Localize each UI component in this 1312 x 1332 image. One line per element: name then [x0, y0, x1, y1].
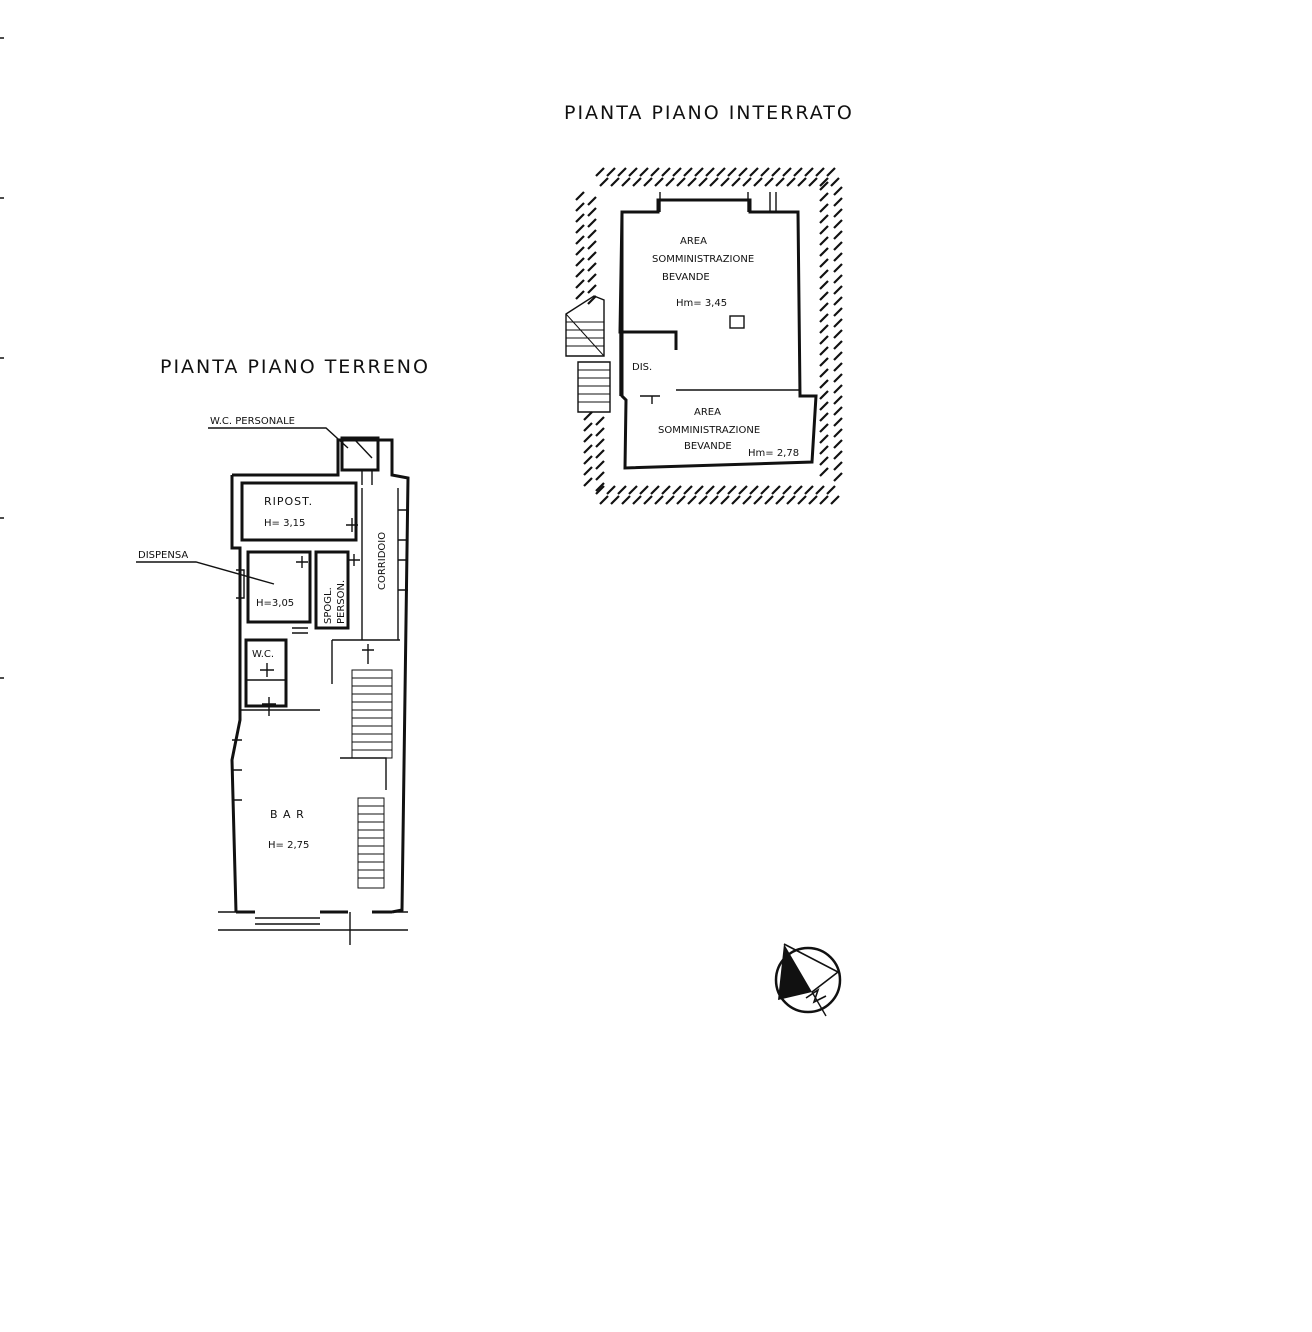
basement-room-height-area-1: Hm= 3,45	[676, 298, 727, 309]
basement-room-label-area-2-line-3: BEVANDE	[684, 441, 732, 452]
basement-room-label-area-2-line-2: SOMMINISTRAZIONE	[658, 425, 760, 436]
room-label-spogl-1: SPOGL.	[323, 587, 334, 624]
stair-treads-upper	[352, 677, 392, 751]
earth-hatching	[575, 167, 843, 505]
room-label-wc: W.C.	[252, 649, 274, 660]
basement-plan	[565, 167, 843, 505]
room-height-dispensa: H=3,05	[256, 598, 294, 609]
basement-stair-treads	[565, 313, 605, 357]
basement-room-label-area-1-line-1: AREA	[680, 236, 707, 247]
room-label-bar: B A R	[270, 808, 305, 821]
basement-room-label-area-1-line-2: SOMMINISTRAZIONE	[652, 254, 754, 265]
room-label-dispensa: DISPENSA	[138, 550, 188, 561]
room-height-ripost: H= 3,15	[264, 518, 305, 529]
basement-room-height-area-2: Hm= 2,78	[748, 448, 799, 459]
basement-room-label-area-2-line-1: AREA	[694, 407, 721, 418]
ground-floor-title: PIANTA PIANO TERRENO	[160, 356, 430, 378]
basement-title: PIANTA PIANO INTERRATO	[564, 102, 854, 124]
margin-ticks	[0, 37, 4, 679]
north-arrow-icon	[774, 943, 842, 1017]
room-height-bar: H= 2,75	[268, 840, 309, 851]
room-label-ripost: RIPOST.	[264, 495, 313, 508]
room-label-wc-personale: W.C. PERSONALE	[210, 416, 295, 427]
room-label-corridoio: CORRIDOIO	[377, 532, 388, 590]
room-label-spogl-2: PERSON.	[336, 580, 347, 624]
basement-room-label-dis: DIS.	[632, 362, 652, 373]
stair-treads-lower	[358, 805, 384, 879]
basement-room-label-area-1-line-3: BEVANDE	[662, 272, 710, 283]
ground-floor-plan	[136, 427, 410, 945]
